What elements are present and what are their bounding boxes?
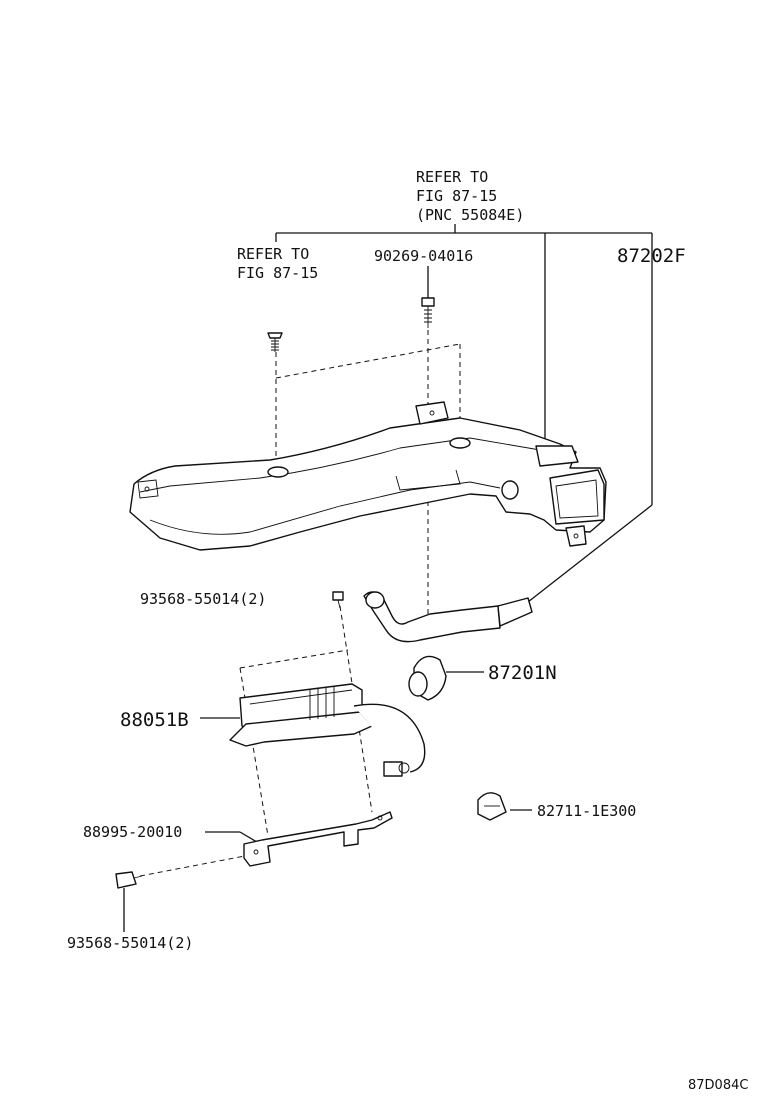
part-number-93568-top[interactable]: 93568-55014(2) (140, 590, 266, 608)
screw-icon-93568-bottom (115, 871, 143, 889)
fig-ref-label-top: FIG 87-15 (416, 187, 497, 205)
part-number-90269[interactable]: 90269-04016 (374, 247, 473, 265)
leader-lines (123, 224, 653, 932)
aspirator-hose (363, 591, 533, 643)
amplifier-bracket (243, 811, 393, 867)
wire-clamp (477, 792, 507, 821)
part-number-82711[interactable]: 82711-1E300 (537, 802, 636, 820)
pnc-ref-label: (PNC 55084E) (416, 206, 524, 224)
part-number-88995[interactable]: 88995-20010 (83, 823, 182, 841)
screw-icon-left (267, 332, 283, 352)
screw-icon-93568-top (332, 591, 344, 609)
part-number-87202F[interactable]: 87202F (617, 245, 686, 267)
part-number-88051B[interactable]: 88051B (120, 709, 189, 731)
screw-icon-90269 (421, 297, 435, 328)
refer-to-label-top: REFER TO (416, 168, 488, 186)
air-duct (129, 401, 607, 551)
aspirator-connector (408, 655, 447, 701)
fig-ref-label-left: FIG 87-15 (237, 264, 318, 282)
refer-to-label-left: REFER TO (237, 245, 309, 263)
sensor-amplifier (229, 683, 426, 777)
part-number-87201N[interactable]: 87201N (488, 662, 557, 684)
figure-code: 87D084C (688, 1078, 748, 1093)
part-number-93568-bottom[interactable]: 93568-55014(2) (67, 934, 193, 952)
